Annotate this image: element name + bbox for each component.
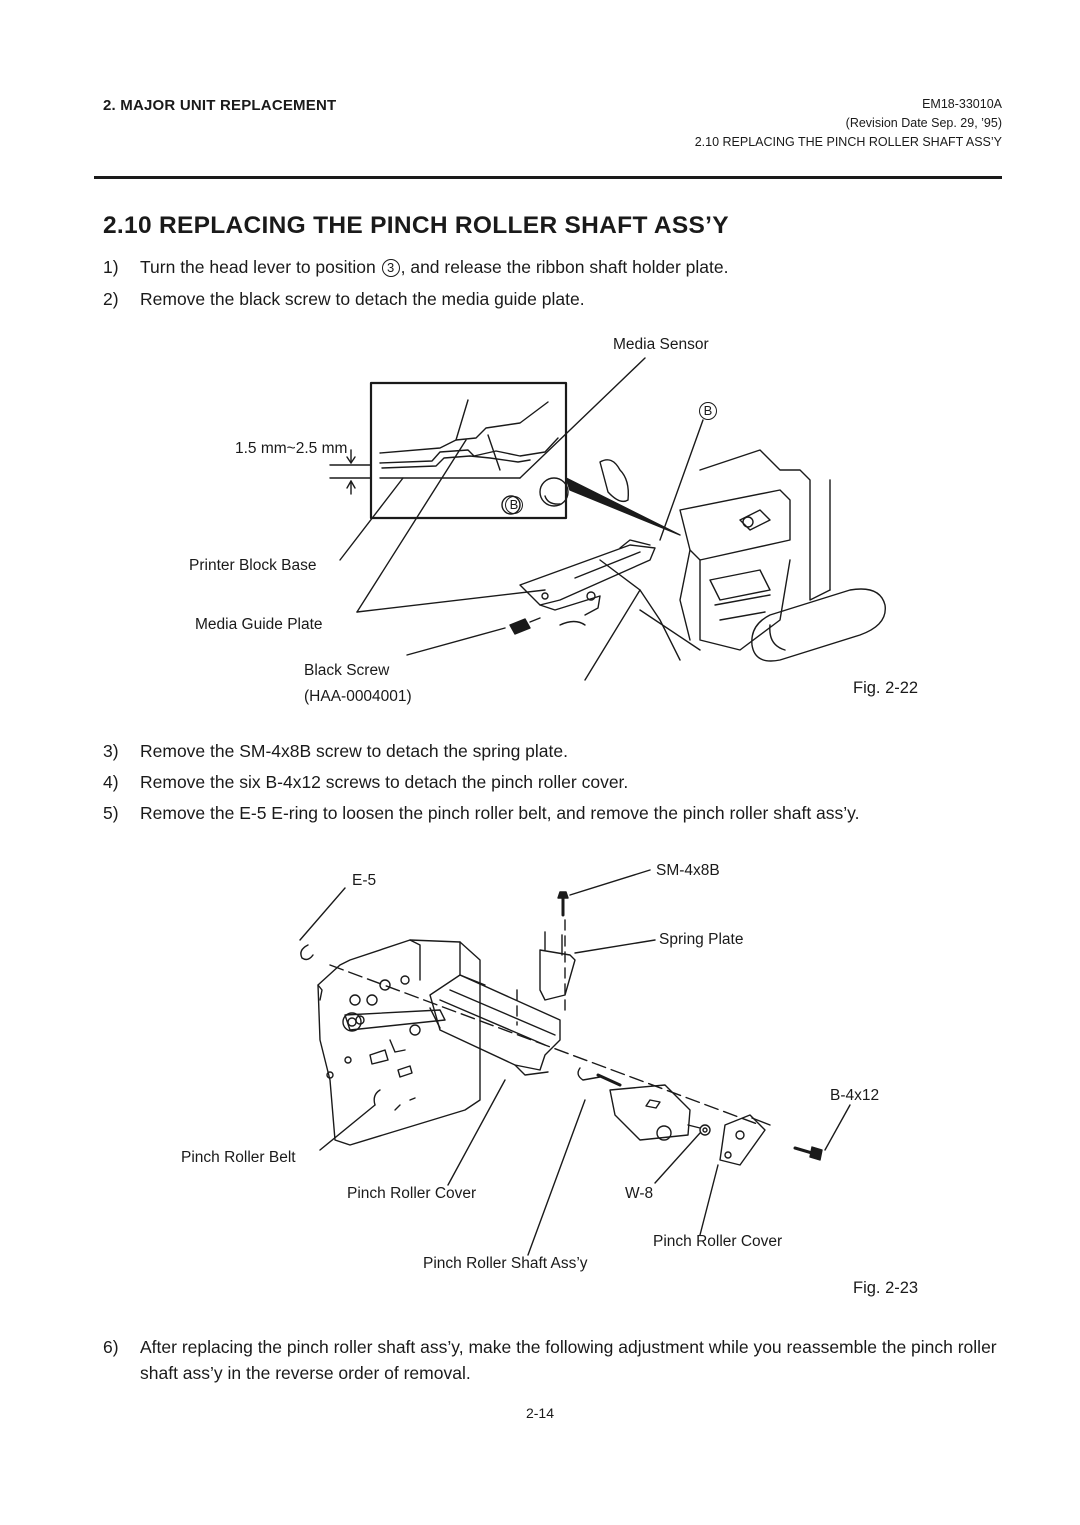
callout-b: B [699, 402, 717, 420]
label-media-guide-plate: Media Guide Plate [195, 616, 323, 633]
label-sm-screw: SM-4x8B [656, 862, 720, 879]
step-number: 4) [103, 772, 119, 792]
label-pinch-roller-cover: Pinch Roller Cover [653, 1233, 783, 1250]
step-text: After replacing the pinch roller shaft a… [140, 1337, 997, 1383]
callout-b: B [505, 496, 523, 514]
label-gap: 1.5 mm~2.5 mm [235, 440, 348, 457]
page-number: 2-14 [525, 1405, 555, 1421]
circled-number: 3 [381, 259, 400, 277]
step-text: Remove the black screw to detach the med… [140, 289, 585, 309]
label-pinch-roller-shaft: Pinch Roller Shaft Ass’y [423, 1255, 588, 1272]
step-text: Remove the SM-4x8B screw to detach the s… [140, 741, 568, 761]
step-number: 2) [103, 289, 119, 309]
label-pinch-roller-cover: Pinch Roller Cover [347, 1185, 477, 1202]
label-w8: W-8 [625, 1185, 654, 1202]
step-text: Remove the E-5 E-ring to loosen the pinc… [140, 803, 860, 823]
label-pinch-roller-belt: Pinch Roller Belt [181, 1149, 296, 1166]
step-number: 6) [103, 1337, 119, 1357]
figure-caption-2-22: Fig. 2-22 [853, 679, 919, 697]
revision-date: (Revision Date Sep. 29, ’95) [845, 116, 1002, 130]
step-text: Turn the head lever to position [140, 257, 381, 277]
label-media-sensor: Media Sensor [613, 336, 709, 353]
label-black-screw-part: (HAA-0004001) [304, 688, 412, 705]
step-text: , and release the ribbon shaft holder pl… [400, 257, 729, 277]
header-section: 2. MAJOR UNIT REPLACEMENT [103, 97, 337, 114]
label-printer-block-base: Printer Block Base [189, 557, 317, 574]
header-subsection: 2.10 REPLACING THE PINCH ROLLER SHAFT AS… [694, 135, 1002, 149]
page-title: 2.10 REPLACING THE PINCH ROLLER SHAFT AS… [103, 212, 729, 239]
header-rule [94, 176, 1002, 179]
step-number: 5) [103, 803, 119, 823]
step-text: Remove the six B-4x12 screws to detach t… [140, 772, 629, 792]
label-e5: E-5 [352, 872, 377, 889]
step-number: 1) [103, 257, 119, 277]
header-meta: EM18-33010A (Revision Date Sep. 29, ’95)… [695, 95, 1002, 152]
label-black-screw: Black Screw [304, 662, 390, 679]
figure-caption-2-23: Fig. 2-23 [853, 1279, 919, 1297]
step-number: 3) [103, 741, 119, 761]
label-b-screw: B-4x12 [830, 1087, 880, 1104]
doc-code: EM18-33010A [922, 97, 1002, 111]
label-spring-plate: Spring Plate [659, 931, 744, 948]
inset-box [369, 381, 568, 520]
